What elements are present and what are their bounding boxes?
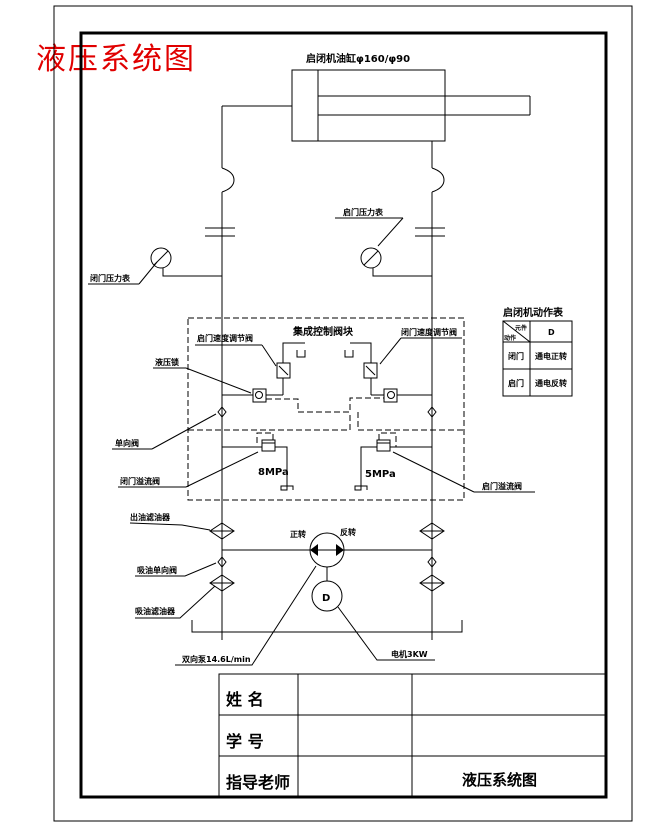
- action-row-1-action: 闭门: [508, 351, 524, 361]
- close-relief-pressure: 8MPa: [258, 467, 289, 478]
- bidirectional-pump: [175, 532, 345, 666]
- close-relief-valve: [118, 432, 294, 491]
- action-table-header-action: 动作: [504, 334, 516, 342]
- motor-symbol: D: [322, 593, 330, 604]
- suction-check-label: 吸油单向阀: [137, 565, 177, 575]
- open-relief-pressure: 5MPa: [365, 469, 396, 480]
- close-relief-label: 闭门溢流阀: [120, 476, 160, 486]
- cylinder-label: 启闭机油缸φ160/φ90: [306, 52, 410, 65]
- drawing-title: 液压系统图: [462, 771, 538, 789]
- motor: [311, 580, 435, 661]
- outer-border: [53, 5, 633, 822]
- action-table-title: 启闭机动作表: [503, 306, 564, 319]
- close-throttle-label: 闭门速度调节阀: [401, 327, 457, 337]
- motor-label: 电机3KW: [391, 649, 428, 659]
- action-table-header-element: 元件: [515, 324, 527, 332]
- open-throttle-label: 启门速度调节阀: [197, 333, 253, 343]
- action-table: [502, 320, 573, 397]
- check-valves: [112, 406, 437, 450]
- action-table-header-d: D: [548, 328, 555, 337]
- title-block: [218, 673, 606, 798]
- pump-label: 双向泵14.6L/min: [182, 654, 251, 664]
- forward-label: 正转: [290, 529, 306, 539]
- left-pipe: [205, 105, 292, 640]
- close-throttle-valve: [344, 337, 462, 396]
- action-row-1-value: 通电正转: [535, 351, 567, 361]
- student-id-label: 学 号: [226, 732, 264, 751]
- check-valve-label: 单向阀: [115, 438, 139, 448]
- filter-leaders: [129, 522, 217, 619]
- reverse-label: 反转: [340, 527, 356, 537]
- name-label: 姓 名: [226, 690, 264, 709]
- integrated-valve-block: [187, 317, 465, 501]
- open-relief-valve: [354, 432, 535, 493]
- right-pipe: [415, 141, 445, 640]
- close-pressure-gauge: [88, 247, 222, 285]
- action-row-2-action: 启门: [508, 378, 524, 388]
- return-filter-label: 出油滤油器: [130, 512, 171, 522]
- hydraulic-lock: [153, 367, 464, 431]
- integrated-block-label: 集成控制阀块: [292, 325, 354, 338]
- action-row-2-value: 通电反转: [535, 378, 567, 388]
- open-throttle-valve: [195, 342, 306, 396]
- open-gauge-label: 启门压力表: [343, 207, 384, 217]
- cylinder: [291, 69, 531, 142]
- lower-circuit: [191, 522, 463, 633]
- drawing-big-title: 液压系统图: [36, 42, 196, 77]
- open-relief-label: 启门溢流阀: [482, 481, 522, 491]
- open-pressure-gauge: [335, 217, 432, 277]
- inner-border: [79, 31, 608, 799]
- close-gauge-label: 闭门压力表: [90, 273, 131, 283]
- hydraulic-lock-label: 液压锁: [155, 357, 179, 367]
- advisor-label: 指导老师: [226, 773, 291, 792]
- suction-filter-label: 吸油滤油器: [135, 606, 176, 616]
